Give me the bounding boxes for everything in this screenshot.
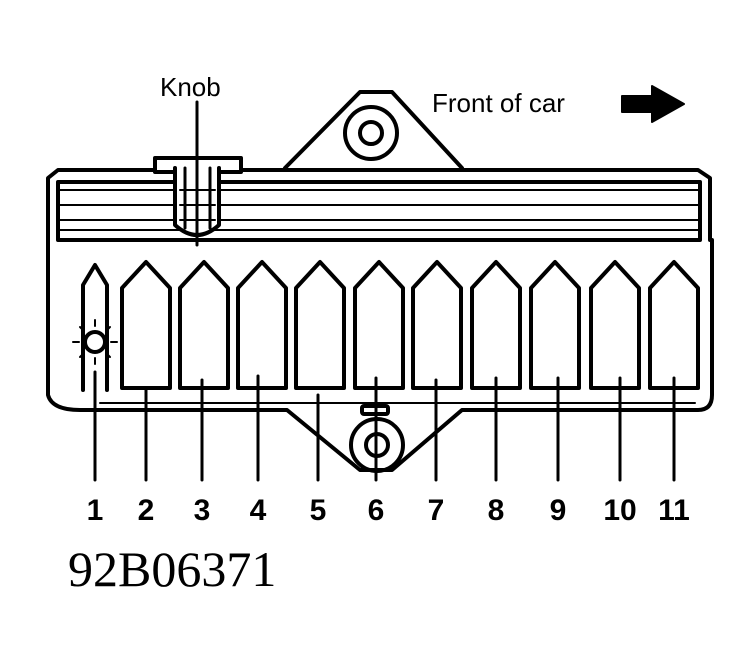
- fuse-5-outline: [294, 260, 346, 390]
- fuse-number-10: 10: [603, 494, 636, 527]
- fuse-number-3: 3: [194, 494, 211, 527]
- fuse-9-outline: [529, 260, 581, 390]
- fuse-leaders: [93, 370, 676, 482]
- fuse-1-outline: [81, 263, 109, 392]
- fuse-numbers: 1 2 3 4 5 6 7 8 9 10 11: [87, 494, 690, 527]
- figure-id: 92B06371: [68, 541, 276, 597]
- knob-label: Knob: [160, 72, 221, 102]
- fuse-6-outline: [353, 260, 405, 390]
- fuse-number-9: 9: [550, 494, 567, 527]
- fuse-11-outline: [648, 260, 700, 390]
- top-mount-hole-inner: [358, 120, 384, 146]
- fuse-8-outline: [470, 260, 522, 390]
- fuse-10-outline: [589, 260, 641, 390]
- fuse-number-4: 4: [250, 494, 267, 527]
- fuse-number-6: 6: [368, 494, 385, 527]
- top-rail: [46, 168, 712, 242]
- fuse-number-11: 11: [658, 494, 690, 527]
- fuse-2-outline: [120, 260, 172, 390]
- front-of-car-label: Front of car: [432, 88, 565, 118]
- fuse-number-7: 7: [428, 494, 445, 527]
- fuse-row: [120, 260, 700, 390]
- fuse-number-1: 1: [87, 494, 104, 527]
- fuse-number-2: 2: [138, 494, 155, 527]
- fuse-4-outline: [236, 260, 288, 390]
- top-rail-frame: [56, 180, 702, 242]
- fuse-1-lamp-icon: [83, 330, 107, 354]
- fuse-3-outline: [178, 260, 230, 390]
- fuse-number-5: 5: [310, 494, 327, 527]
- top-mount-tab: [283, 90, 464, 170]
- front-arrow-icon: [621, 85, 685, 123]
- fuse-7-outline: [411, 260, 463, 390]
- top-mount-hole-outer: [343, 105, 399, 161]
- fuse-number-8: 8: [488, 494, 505, 527]
